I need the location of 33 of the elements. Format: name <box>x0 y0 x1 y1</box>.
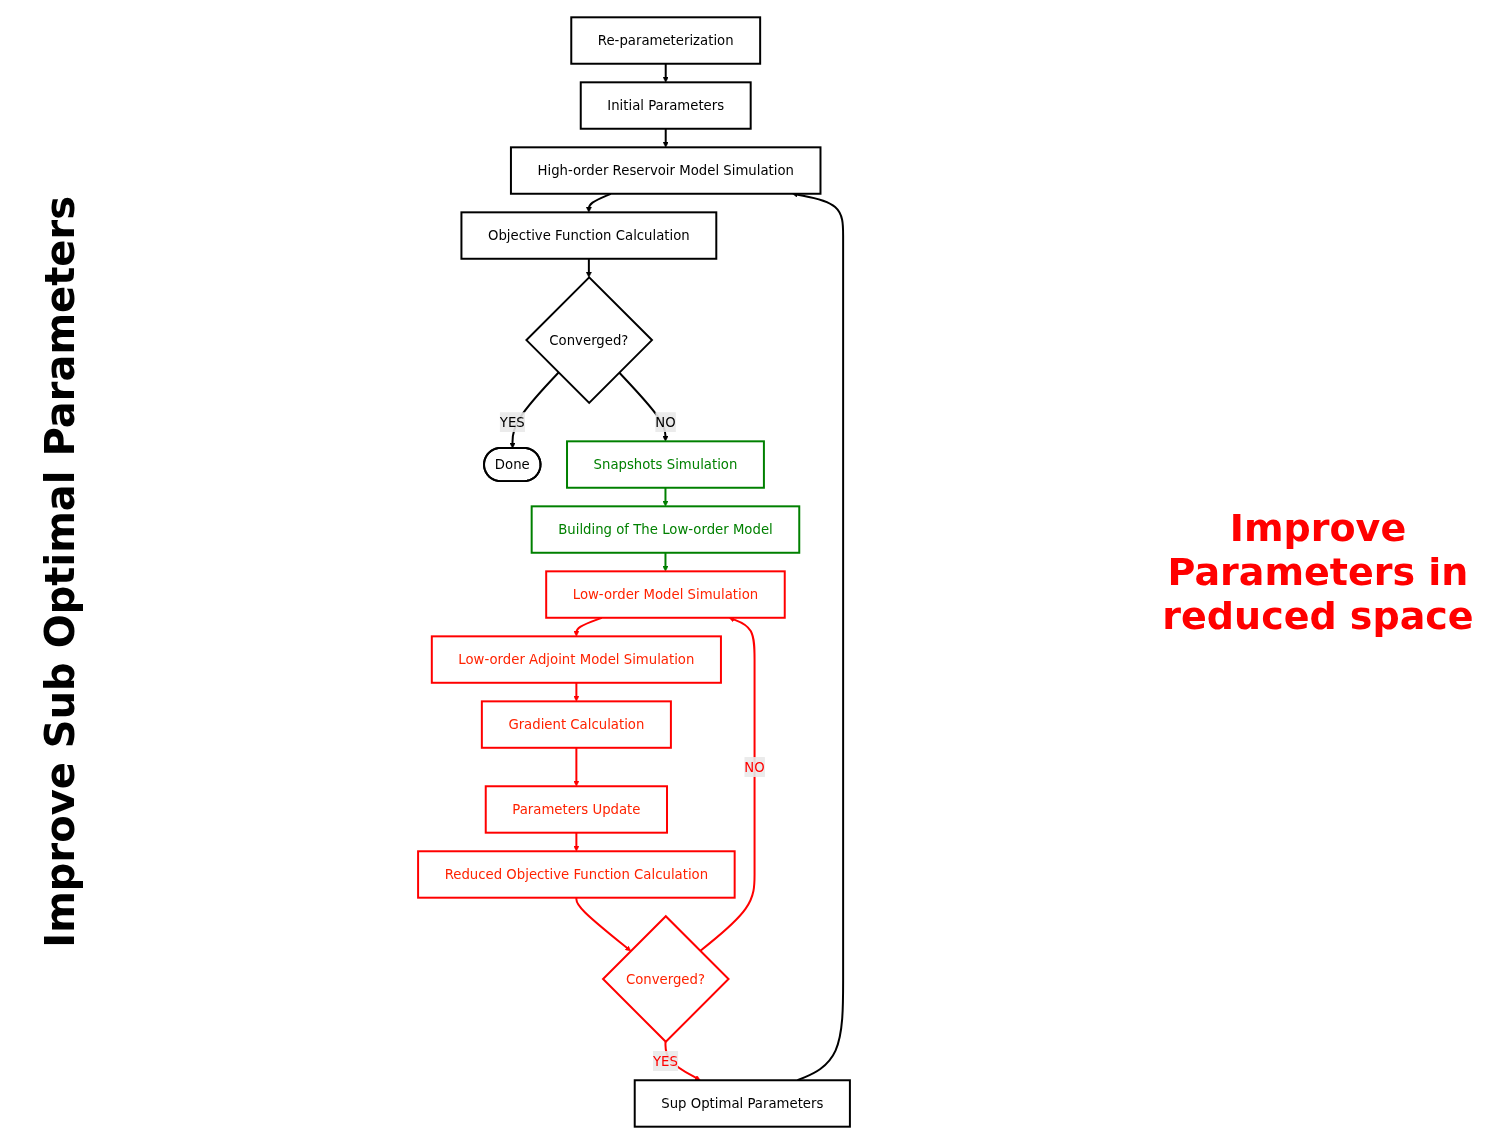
node-box: Building of The Low-order Model <box>530 505 801 554</box>
arrow <box>699 616 756 952</box>
node-box: Re-parameterization <box>570 16 762 65</box>
node-box: Objective Function Calculation <box>460 211 718 260</box>
arrow <box>662 62 669 83</box>
node-box: Parameters Update <box>484 785 668 834</box>
arrow <box>575 896 632 952</box>
arrow <box>662 127 669 148</box>
arrow <box>662 551 669 572</box>
arrow <box>573 681 580 702</box>
arrow <box>585 192 612 213</box>
edge-label: YES <box>499 414 525 431</box>
edge-label: NO <box>744 759 765 775</box>
arrow <box>573 616 603 637</box>
node-box: Sup Optimal Parameters <box>633 1079 851 1128</box>
side-note: Improve Parameters in reduced space <box>1162 506 1474 638</box>
arrow <box>618 371 669 442</box>
node-box: Gradient Calculation <box>480 700 672 749</box>
node-box: Reduced Objective Function Calculation <box>417 850 736 899</box>
arrow <box>573 746 580 787</box>
arrow <box>573 831 580 852</box>
arrow <box>662 486 669 507</box>
arrow <box>585 257 592 278</box>
node-diamond: Converged? <box>601 914 730 1044</box>
node-diamond: Converged? <box>525 275 654 405</box>
edge-label: NO <box>655 414 676 431</box>
edge-label: YES <box>653 1053 678 1069</box>
node-box: Initial Parameters <box>579 81 752 130</box>
side-note: Improve Sub Optimal Parameters <box>37 196 83 948</box>
node-box: Snapshots Simulation <box>566 440 765 489</box>
node-box: High-order Reservoir Model Simulation <box>509 146 822 195</box>
node-box: Low-order Model Simulation <box>545 570 786 619</box>
node-box: Low-order Adjoint Model Simulation <box>430 635 722 684</box>
